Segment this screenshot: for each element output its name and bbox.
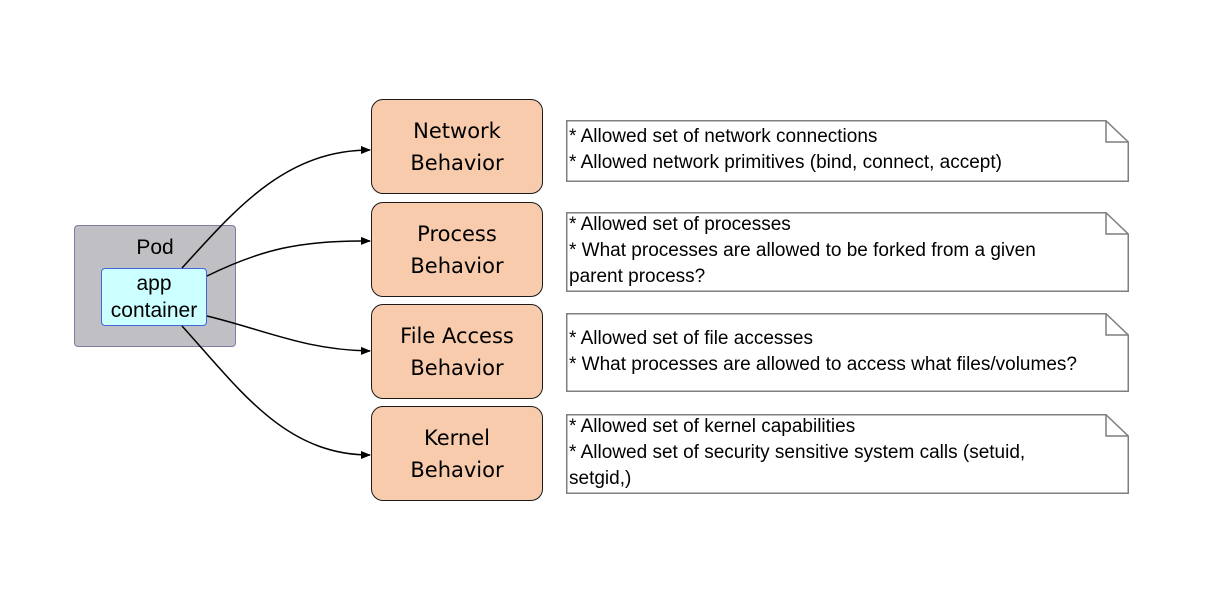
file-access-behavior-box: File Access Behavior (371, 304, 543, 399)
kernel-behavior-box: Kernel Behavior (371, 406, 543, 501)
kernel-behavior-line1: Kernel (424, 425, 490, 450)
note-line: * Allowed set of security sensitive syst… (569, 442, 1026, 463)
process-behavior-line2: Behavior (410, 253, 504, 278)
process-behavior-box: Process Behavior (371, 202, 543, 297)
note-line: * Allowed network primitives (bind, conn… (569, 152, 1002, 173)
process-note: * Allowed set of processes * What proces… (566, 212, 1129, 292)
process-behavior-line1: Process (417, 221, 497, 246)
arrow-to-network (181, 146, 371, 269)
file-access-behavior-line1: File Access (400, 323, 514, 348)
network-behavior-line2: Behavior (410, 150, 504, 175)
app-container-box: app container (101, 268, 207, 326)
network-behavior-box: Network Behavior (371, 99, 543, 194)
note-line: * Allowed set of processes (569, 214, 791, 235)
note-line: * Allowed set of file accesses (569, 328, 813, 349)
note-line: parent process? (569, 266, 706, 287)
note-line: setgid,) (569, 468, 632, 489)
container-label-line1: app (136, 272, 172, 295)
container-label-line2: container (110, 299, 198, 322)
note-line: * Allowed set of network connections (569, 126, 878, 147)
note-line: * What processes are allowed to be forke… (569, 240, 1036, 261)
file-access-note: * Allowed set of file accesses * What pr… (566, 313, 1129, 392)
kernel-behavior-line2: Behavior (410, 457, 504, 482)
network-behavior-line1: Network (413, 118, 501, 143)
file-access-behavior-line2: Behavior (410, 355, 504, 380)
arrow-to-file (206, 315, 371, 355)
pod-label: Pod (136, 236, 174, 259)
note-line: * Allowed set of kernel capabilities (569, 416, 856, 437)
note-line: * What processes are allowed to access w… (569, 354, 1077, 375)
kernel-note: * Allowed set of kernel capabilities * A… (566, 414, 1129, 494)
network-note: * Allowed set of network connections * A… (566, 120, 1129, 182)
arrow-to-process (206, 236, 371, 277)
arrow-to-kernel (181, 325, 371, 459)
